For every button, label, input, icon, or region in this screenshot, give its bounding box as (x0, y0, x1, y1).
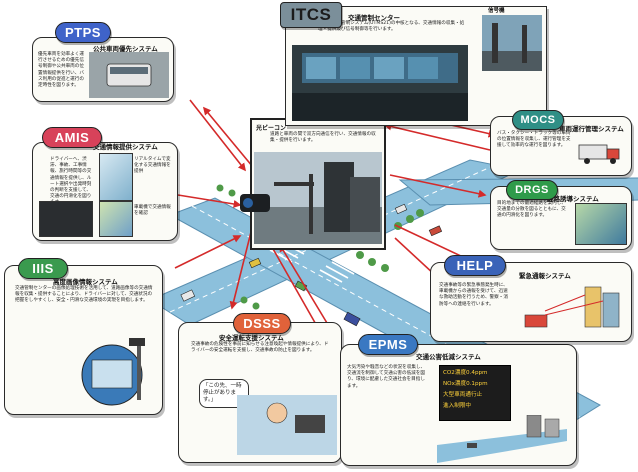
drgs-title: 経路誘導システム (547, 195, 599, 203)
iiis-body: 交通管制センターの画像処理技術を活用して、道路画像等の交通情報を収集・提供するこ… (15, 286, 153, 304)
bus-photo (89, 52, 169, 98)
dsss-body: 交通事故の危険性を事前に知らせる注意喚起や情報提供により、ドライバーの安全運転を… (191, 342, 329, 354)
itcs-title: 交通管制センター (348, 14, 400, 22)
ptps-body: 優先車両を効率よく運行させるための優先信号制御や公共車両の位置情報提供を行い、バ… (38, 52, 84, 89)
beacon-photo (254, 152, 382, 244)
navi-map-photo (575, 203, 627, 245)
help-tag: HELP (444, 255, 506, 276)
signal-photo-label: 信号機 (488, 8, 505, 14)
iiis-tag: IIIS (18, 258, 68, 279)
dsss-panel: 安全運転支援システム 交通事故の危険性を事前に知らせる注意喚起や情報提供により、… (178, 322, 342, 463)
dsss-tag: DSSS (233, 313, 291, 334)
dsss-driver-illustration (237, 395, 337, 455)
ptps-title: 公共車両優先システム (93, 45, 158, 53)
iiis-panel: 高度画像情報システム 交通管制センターの画像処理技術を活用して、道路画像等の交通… (4, 265, 163, 415)
drgs-tag: DRGS (506, 180, 558, 200)
drgs-body: 目的地までの最適経路を案内し、交通量の分散を図るとともに、交通の円滑化を図ります… (497, 201, 566, 219)
epms-tag: EPMS (358, 334, 418, 355)
mocs-tag: MOCS (512, 110, 564, 130)
drgs-panel: 経路誘導システム 目的地までの最適経路を案内し、交通量の分散を図るとともに、交通… (490, 186, 632, 250)
traffic-signal-photo (482, 15, 542, 71)
epms-city-illustration (437, 415, 567, 463)
control-center-photo (292, 45, 468, 121)
dsss-title: 安全運転支援システム (219, 334, 284, 342)
help-body: 交通事故等の緊急事態発生時に、車載機からの通報を受けて、迅速な救助活動を行うため… (439, 283, 508, 307)
sign-line-4: 進入制限中 (443, 403, 471, 409)
optical-beacon-panel: 光ビーコン 道路と車両の間で双方向通信を行い、交通情報の収集・提供を行います。 (250, 118, 386, 250)
epms-title: 交通公害低減システム (416, 353, 481, 361)
emergency-network-illustration (524, 286, 620, 328)
mocs-body: バス・タクシー・トラック等の車両の位置情報を収集し、運行管理を支援して効率的な運… (497, 131, 571, 149)
amis-navi-photo (99, 201, 133, 237)
amis-map-photo (99, 153, 133, 201)
beacon-icon (240, 194, 270, 212)
beacon-title: 光ビーコン (256, 125, 287, 132)
dsss-balloon: 「この先、一時停止があります。」 (199, 379, 249, 408)
sign-line-3: 大型車両通行止 (443, 392, 483, 398)
epms-info-sign: CO2濃度0.4ppm NOx濃度0.1ppm 大型車両通行止 進入制限中 (439, 365, 511, 421)
amis-vehicle-photo (39, 201, 93, 237)
sign-line-2: NOx濃度0.1ppm (443, 381, 488, 387)
ptps-panel: 公共車両優先システム 優先車両を効率よく運行させるための優先信号制御や公共車両の… (32, 37, 174, 102)
amis-photo-caption-2: 車載機で交通情報を確認 (134, 205, 171, 217)
mocs-title: 車両運行管理システム (559, 125, 624, 133)
sign-line-1: CO2濃度0.4ppm (443, 370, 488, 376)
help-panel: 緊急通報システム 交通事故等の緊急事態発生時に、車載機からの通報を受けて、迅速な… (430, 262, 632, 342)
amis-panel: 交通情報提供システム ドライバーへ、渋滞、事故、工事情報、旅行時間等の交通情報を… (32, 142, 178, 241)
ptps-tag: PTPS (55, 22, 111, 43)
epms-panel: 交通公害低減システム 大気汚染や騒音などの状況を収集し、交通流を制御して交通公害… (340, 344, 577, 466)
itcs-body: 次世代交通管制システム(UTMS21)の中核となる、交通情報の収集・処理・提供及… (318, 21, 465, 33)
amis-photo-caption-1: リアルタイムで変化する交通情報を提供 (134, 157, 171, 175)
truck-icon (578, 144, 620, 164)
itcs-tag: ITCS (280, 2, 342, 28)
beacon-body: 道路と車両の間で双方向通信を行い、交通情報の収集・提供を行います。 (270, 132, 376, 144)
amis-tag: AMIS (42, 127, 102, 148)
amis-body: ドライバーへ、渋滞、事故、工事情報、旅行時間等の交通情報を提供し、ルート選択や出… (50, 157, 92, 205)
iiis-title: 高度画像情報システム (53, 278, 118, 286)
help-title: 緊急通報システム (519, 272, 571, 280)
amis-title: 交通情報提供システム (93, 143, 158, 151)
epms-body: 大気汚染や騒音などの状況を収集し、交通流を制御して交通公害の低減を図り、環境に配… (347, 365, 426, 389)
traffic-camera-illustration (81, 338, 145, 406)
